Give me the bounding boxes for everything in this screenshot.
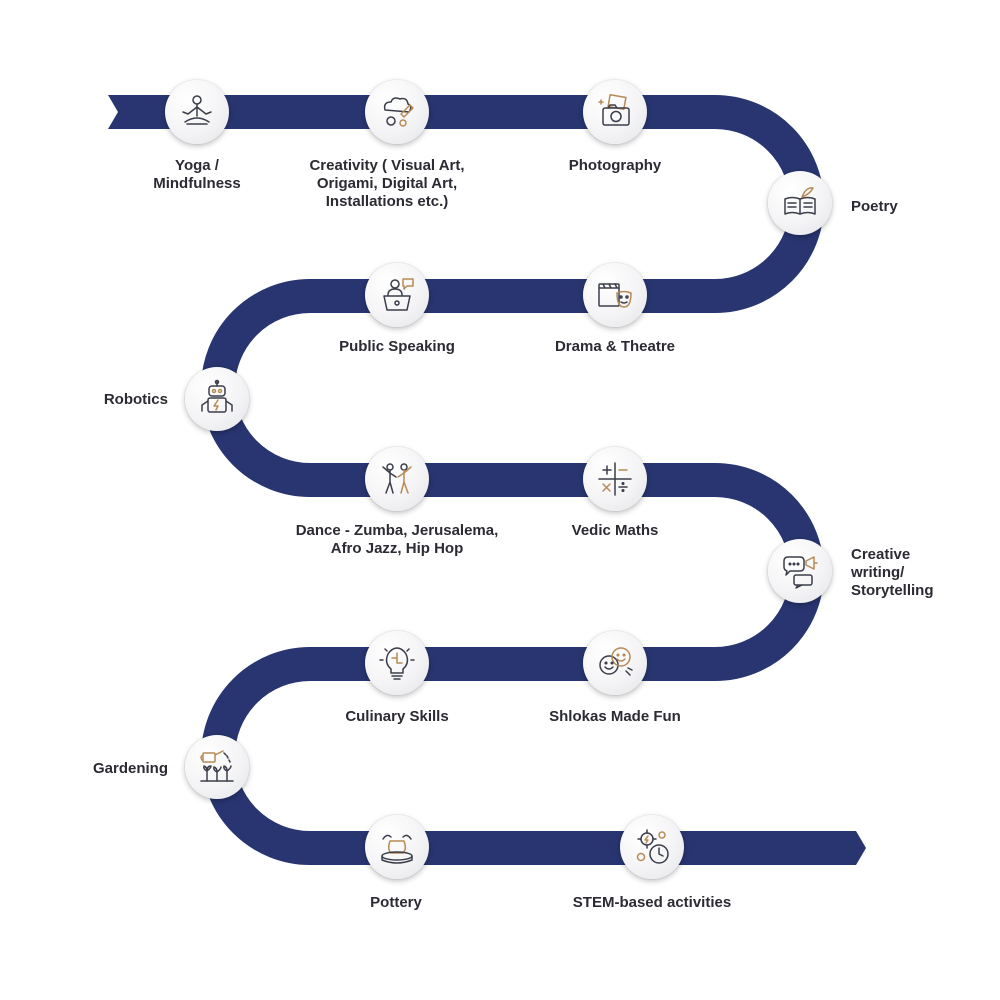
label-shlokas: Shlokas Made Fun [549, 708, 681, 725]
podium-speaker-icon [383, 278, 414, 311]
node-poetry [768, 171, 832, 235]
robot-icon [201, 379, 233, 413]
node-gardening [185, 735, 249, 799]
math-operators-icon [598, 462, 632, 496]
label-photography: Photography [568, 157, 662, 174]
label-poetry: Poetry [851, 198, 898, 215]
label-stem: STEM-based activities [572, 894, 732, 911]
node-vedic-maths [583, 447, 647, 511]
lightbulb-icon [379, 647, 415, 680]
happy-faces-icon [599, 647, 633, 676]
label-creativity: Creativity ( Visual Art, Origami, Digita… [309, 157, 465, 210]
road-path [120, 95, 850, 865]
label-pottery: Pottery [370, 894, 422, 911]
speech-megaphone-icon [783, 556, 818, 589]
label-robotics: Robotics [103, 391, 168, 408]
label-public-speaking: Public Speaking [339, 338, 455, 355]
node-robotics [185, 367, 249, 431]
node-creative-writing [768, 539, 832, 603]
pottery-wheel-icon [381, 834, 413, 864]
label-dance: Dance - Zumba, Jerusalema, Afro Jazz, Hi… [295, 522, 499, 557]
label-culinary: Culinary Skills [345, 708, 449, 725]
camera-icon [598, 93, 630, 126]
label-creative-writing: Creative writing/ Storytelling [851, 546, 934, 599]
node-shlokas [583, 631, 647, 695]
node-drama [583, 263, 647, 327]
node-pottery [365, 815, 429, 879]
book-quill-icon [784, 187, 816, 215]
road-end-arrow [845, 831, 866, 865]
node-stem [620, 815, 684, 879]
node-public-speaking [365, 263, 429, 327]
theatre-masks-icon [598, 283, 632, 308]
label-gardening: Gardening [92, 760, 168, 777]
yoga-icon [182, 95, 212, 125]
node-culinary [365, 631, 429, 695]
creativity-icon [383, 97, 414, 127]
node-yoga [165, 80, 229, 144]
gears-clock-icon [636, 829, 669, 864]
road-start-notch [108, 95, 130, 129]
watering-can-icon [200, 750, 234, 782]
dancers-icon [382, 463, 412, 494]
label-drama: Drama & Theatre [554, 338, 676, 355]
node-photography [583, 80, 647, 144]
node-creativity [365, 80, 429, 144]
label-yoga: Yoga / Mindfulness [153, 157, 241, 192]
node-dance [365, 447, 429, 511]
label-vedic-maths: Vedic Maths [571, 522, 659, 539]
